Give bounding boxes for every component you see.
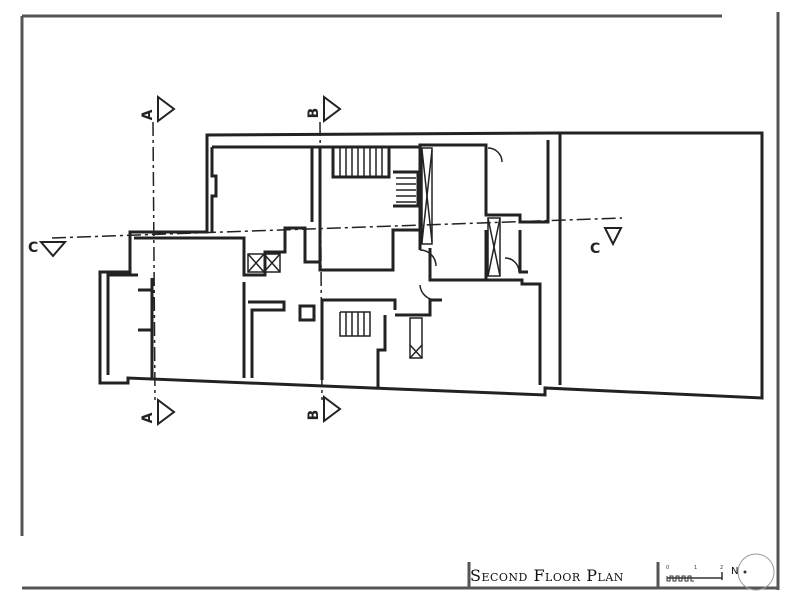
scale-tick-2: 2 xyxy=(720,565,724,571)
building-walls xyxy=(98,131,764,400)
title-block: Second Floor Plan xyxy=(470,562,656,588)
scale-tick-1: 1 xyxy=(694,565,698,571)
section-label-a-bottom: A xyxy=(140,412,156,423)
section-label-a-top: A xyxy=(140,109,156,120)
section-arrows xyxy=(38,95,623,426)
north-label: N xyxy=(731,566,739,577)
scale-labels: 0 1 2 xyxy=(664,565,724,575)
section-labels: A B A B C C xyxy=(28,108,600,424)
scale-tick-0: 0 xyxy=(666,565,670,571)
section-label-c-right: C xyxy=(590,241,600,257)
sheet-border xyxy=(20,12,780,590)
section-label-b-top: B xyxy=(306,108,322,119)
fixtures xyxy=(247,147,520,359)
drawing-title: Second Floor Plan xyxy=(470,565,624,585)
upper-stairs xyxy=(339,148,416,203)
section-cut-lines xyxy=(51,121,623,401)
section-label-c-left: C xyxy=(28,240,38,256)
north-arrow xyxy=(737,553,775,591)
scale-bar xyxy=(666,572,723,582)
lower-stairs xyxy=(339,311,371,337)
section-label-b-bottom: B xyxy=(306,410,322,421)
chimney-flues xyxy=(247,147,501,359)
